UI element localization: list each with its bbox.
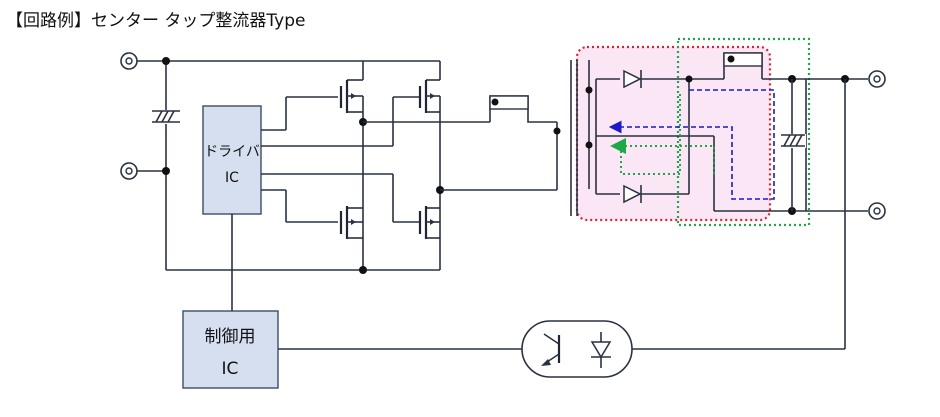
input-terminal-top [120,52,138,70]
output-terminal-top [868,70,886,88]
mosfet-q4-icon [418,206,440,239]
driver-ic-label-2: IC [225,170,239,186]
green-dotted-loop [676,37,811,227]
photocoupler-icon [521,320,633,378]
output-capacitor-icon [780,134,806,148]
mosfet-q3-icon [339,206,363,239]
mosfet-q2-icon [418,61,441,270]
page-title: 【回路例】センター タップ整流器Type [6,11,305,31]
red-dotted-loop [575,45,772,222]
output-terminal-bottom [868,202,886,220]
transformer-icon [570,60,578,216]
driver-ic-box [202,105,262,215]
output-inductor-icon [723,52,763,79]
input-terminal-bottom [120,162,138,180]
resonant-inductor-icon [489,95,557,123]
driver-ic-label-1: ドライバ [204,144,260,160]
control-ic-box [182,310,279,389]
control-ic-label-1: 制御用 [205,327,256,347]
control-ic-label-2: IC [222,359,239,379]
input-capacitor-icon [151,110,181,124]
blue-current-path [608,89,775,200]
